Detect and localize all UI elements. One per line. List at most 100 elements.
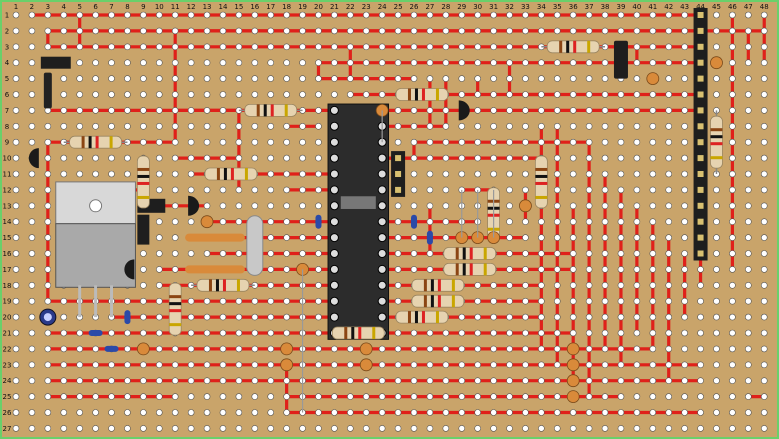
- hole: [426, 170, 434, 178]
- hole: [617, 234, 625, 241]
- row-label: 12: [3, 186, 12, 194]
- hole: [76, 361, 83, 369]
- hole: [267, 170, 275, 178]
- ic-pin: [329, 137, 339, 147]
- hole: [394, 234, 402, 241]
- hole: [155, 409, 163, 416]
- hole: [410, 27, 418, 35]
- hole: [410, 107, 418, 114]
- hole: [665, 123, 673, 130]
- hole: [267, 75, 275, 82]
- hole: [171, 123, 179, 130]
- hole: [203, 123, 211, 130]
- hole: [283, 409, 290, 416]
- resistor-band: [423, 295, 427, 308]
- hole: [76, 11, 83, 19]
- hole: [569, 297, 577, 305]
- hole: [553, 91, 561, 98]
- resistor-band: [270, 104, 274, 117]
- transistor: [28, 148, 39, 169]
- hole: [140, 281, 147, 289]
- hole: [426, 59, 434, 67]
- hole: [28, 59, 36, 67]
- hole: [617, 107, 625, 114]
- ic-pin: [377, 153, 387, 163]
- resistor-band: [344, 327, 348, 339]
- ceramic-capacitor: [710, 56, 723, 70]
- hole: [681, 409, 688, 416]
- hole: [442, 27, 450, 35]
- hole: [235, 297, 243, 305]
- column-label: 29: [457, 3, 466, 11]
- hole: [649, 202, 657, 210]
- hole: [633, 393, 641, 400]
- hole: [729, 11, 736, 19]
- hole: [681, 313, 688, 321]
- hole: [187, 218, 195, 225]
- hole: [713, 234, 720, 241]
- hole: [283, 266, 290, 273]
- hole: [203, 393, 211, 400]
- hole: [649, 393, 657, 400]
- hole: [569, 170, 577, 178]
- resistor-band: [710, 128, 723, 132]
- hole: [681, 266, 688, 273]
- hole: [426, 186, 434, 194]
- hole: [522, 218, 529, 225]
- hole: [474, 393, 481, 400]
- hole: [124, 123, 131, 130]
- row-label: 23: [3, 361, 12, 369]
- column-label: 22: [346, 3, 355, 11]
- hole: [585, 313, 593, 321]
- hole: [506, 59, 513, 67]
- hole: [633, 123, 641, 130]
- hole: [394, 250, 402, 257]
- hole: [760, 393, 768, 400]
- hole: [92, 154, 99, 162]
- hole: [155, 107, 163, 114]
- hole: [140, 250, 147, 257]
- hole: [681, 154, 688, 162]
- hole: [60, 377, 68, 385]
- hole: [12, 361, 20, 369]
- hole: [649, 281, 657, 289]
- row-label: 18: [3, 282, 12, 290]
- ic-pin: [377, 280, 387, 290]
- hole: [219, 154, 227, 162]
- ceramic-capacitor: [359, 342, 373, 356]
- header-pin: [697, 218, 704, 225]
- hole: [155, 138, 163, 146]
- hole: [474, 345, 481, 353]
- hole: [394, 425, 402, 432]
- hole: [251, 297, 259, 305]
- hole: [171, 218, 179, 225]
- resistor-band: [469, 263, 473, 276]
- hole: [315, 123, 322, 130]
- hole: [569, 27, 577, 35]
- column-label: 8: [125, 3, 129, 11]
- hole: [585, 409, 593, 416]
- row-label: 1: [5, 12, 9, 20]
- hole: [617, 186, 625, 194]
- hole: [12, 170, 20, 178]
- hole: [171, 59, 179, 67]
- hole: [760, 123, 768, 130]
- hole: [60, 329, 68, 337]
- hole: [522, 154, 529, 162]
- hole: [124, 107, 131, 114]
- hole: [171, 266, 179, 273]
- hole: [553, 59, 561, 67]
- resistor-band: [351, 327, 355, 339]
- hole: [267, 27, 275, 35]
- hole: [44, 218, 52, 225]
- hole: [171, 345, 179, 353]
- hole: [490, 345, 497, 353]
- resistor: [395, 310, 449, 324]
- hole: [617, 138, 625, 146]
- hole: [140, 425, 147, 432]
- row-label: 13: [3, 202, 12, 210]
- hole: [203, 345, 211, 353]
- hole: [426, 345, 434, 353]
- hole: [44, 425, 52, 432]
